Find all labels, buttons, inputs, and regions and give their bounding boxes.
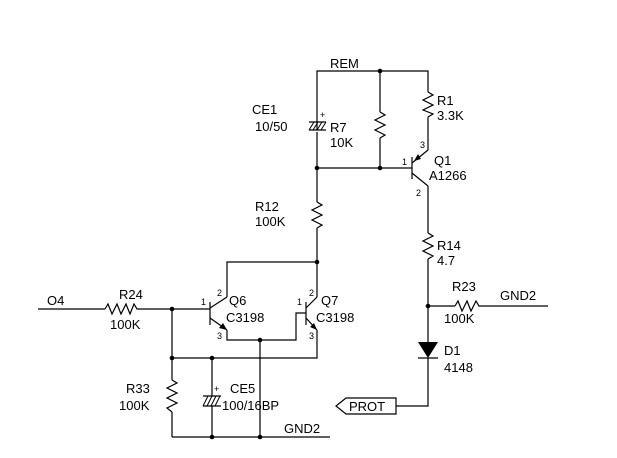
r12-value: 100K (255, 214, 286, 229)
ce5-value: 100/16BP (222, 398, 279, 413)
ce5-hatch (202, 395, 221, 407)
wire-d1-to-prot (396, 358, 429, 407)
net-gnd2-r23: GND2 (500, 288, 536, 303)
prot-port-shape (335, 397, 397, 415)
junctions (169, 68, 431, 440)
resistor-r33-symbol (165, 379, 179, 413)
capacitor-ce5: + CE5 100/16BP (202, 381, 279, 413)
net-rem: REM (330, 56, 359, 71)
wiring (38, 70, 548, 438)
resistor-r23-symbol (454, 299, 482, 313)
ce5-ref: CE5 (230, 381, 255, 396)
ce5-plus: + (214, 384, 219, 394)
r7-ref: R7 (330, 120, 347, 135)
capacitor-ce1: + CE1 10/50 (252, 102, 327, 134)
junction-dot (377, 165, 383, 171)
junction-dot (209, 434, 215, 440)
q6-value: C3198 (226, 310, 264, 325)
ce1-ref: CE1 (252, 102, 277, 117)
transistor-q6: 1 2 3 Q6 C3198 (201, 288, 264, 341)
r14-value: 4.7 (437, 253, 455, 268)
ce1-plus: + (320, 110, 325, 120)
junction-dot (314, 165, 320, 171)
q7-emitter-arrow (310, 323, 317, 330)
r1-ref: R1 (437, 93, 454, 108)
q6-ref: Q6 (229, 293, 246, 308)
q7-pin-2: 2 (309, 288, 314, 298)
resistor-r24-symbol (104, 302, 140, 316)
q7-value: C3198 (316, 310, 354, 325)
q6-emitter-arrow (219, 323, 227, 330)
q6-pin-3: 3 (217, 331, 222, 341)
junction-dot (257, 434, 263, 440)
resistor-r14: R14 4.7 (421, 232, 461, 268)
resistor-r12: R12 100K (255, 199, 324, 229)
q6-pin-1: 1 (201, 297, 206, 307)
q7-pin-3: 3 (309, 331, 314, 341)
q1-pin-2: 2 (416, 188, 421, 198)
resistor-r7-symbol (373, 111, 387, 139)
resistor-r1: R1 3.3K (421, 91, 464, 123)
q1-pin-1: 1 (402, 157, 407, 167)
wire-q6-collector (226, 261, 317, 297)
q1-pin-3: 3 (420, 140, 425, 150)
q1-collector-leg (411, 172, 429, 187)
r33-ref: R33 (126, 381, 150, 396)
transistor-q1: 1 2 3 Q1 A1266 (402, 140, 467, 198)
d1-value: 4148 (444, 360, 473, 375)
resistor-r24: R24 100K (104, 287, 143, 332)
r1-value: 3.3K (437, 108, 464, 123)
junction-dot (169, 306, 175, 312)
junction-dot (169, 355, 175, 361)
r7-value: 10K (330, 135, 353, 150)
r23-value: 100K (444, 311, 475, 326)
net-gnd2-bottom: GND2 (284, 421, 320, 436)
d1-body (418, 342, 438, 358)
q6-pin-2: 2 (217, 288, 222, 298)
ce1-value: 10/50 (255, 119, 288, 134)
q1-emitter-arrow (414, 154, 421, 161)
transistor-q7: 1 2 3 Q7 C3198 (297, 288, 354, 341)
junction-dot (209, 355, 215, 361)
q7-ref: Q7 (321, 293, 338, 308)
q1-ref: Q1 (434, 153, 451, 168)
r12-ref: R12 (255, 199, 279, 214)
wire-rem-rail (316, 70, 429, 130)
r14-ref: R14 (437, 238, 461, 253)
wire-q6-emitter (226, 312, 306, 341)
r33-value: 100K (119, 398, 150, 413)
r24-value: 100K (110, 317, 141, 332)
wire-q7-emitter (172, 330, 318, 359)
q6-collector-leg (209, 296, 228, 309)
resistor-r12-symbol (310, 201, 324, 229)
r24-ref: R24 (119, 287, 143, 302)
net-prot: PROT (349, 399, 385, 414)
ce1-hatch (308, 121, 327, 131)
resistor-r14-symbol (421, 232, 435, 260)
d1-ref: D1 (444, 343, 461, 358)
junction-dot (257, 337, 263, 343)
junction-dot (377, 68, 383, 74)
r23-ref: R23 (452, 279, 476, 294)
q1-emitter-leg (411, 149, 429, 164)
junction-dot (425, 303, 431, 309)
resistor-r33: R33 100K (119, 379, 179, 413)
junction-dot (314, 259, 320, 265)
prot-port: PROT (335, 397, 397, 415)
net-o4: O4 (47, 293, 64, 308)
diode-d1: D1 4148 (418, 342, 473, 375)
resistor-r23: R23 100K GND2 (444, 279, 536, 326)
resistor-r7: R7 10K (330, 111, 387, 150)
resistor-r1-symbol (421, 91, 435, 118)
q7-collector-leg (305, 296, 318, 309)
q1-value: A1266 (429, 168, 467, 183)
q7-pin-1: 1 (297, 297, 302, 307)
